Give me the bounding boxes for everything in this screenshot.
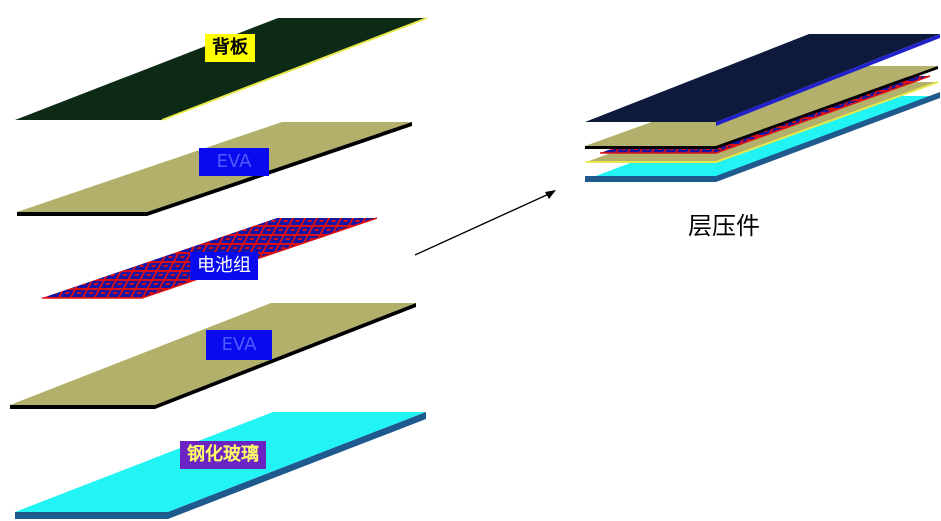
eva-bottom-label: EVA xyxy=(206,330,272,360)
laminate-label: 层压件 xyxy=(688,212,760,240)
backsheet-label: 背板 xyxy=(205,34,255,62)
tempered-glass-label: 钢化玻璃 xyxy=(180,441,266,469)
eva-top-label: EVA xyxy=(199,148,269,176)
backsheet-layer xyxy=(15,17,428,121)
arrow xyxy=(414,190,556,256)
cell-string-label: 电池组 xyxy=(190,252,258,280)
laminate-stack xyxy=(585,34,940,182)
